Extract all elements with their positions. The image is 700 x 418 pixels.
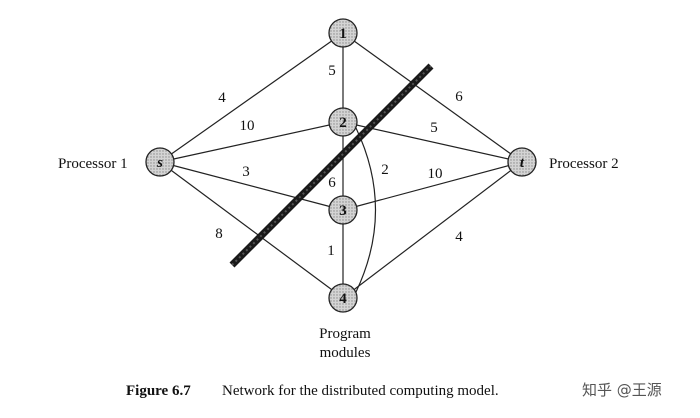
nodes: 1 2 3 4 s t — [145, 18, 537, 313]
edge-3-t — [342, 161, 523, 211]
edge-s-3 — [159, 161, 344, 211]
edge-weights: 4 10 3 8 5 6 5 6 2 10 1 4 — [215, 63, 463, 259]
edge-2-4-curve — [355, 127, 377, 293]
weight-s-2: 10 — [240, 118, 255, 134]
weight-1-t: 6 — [455, 89, 463, 105]
node-t-label: t — [520, 155, 525, 171]
node-2-label: 2 — [339, 115, 347, 131]
processor-1-label: Processor 1 — [58, 156, 128, 172]
watermark: 知乎 @王源 — [582, 381, 662, 399]
node-4-label: 4 — [339, 291, 347, 307]
node-s: s — [145, 147, 175, 177]
cut-line — [229, 63, 434, 268]
weight-3-t: 10 — [428, 166, 443, 182]
node-1: 1 — [328, 18, 358, 48]
node-3: 3 — [328, 195, 358, 225]
caption-text: Network for the distributed computing mo… — [222, 383, 499, 399]
weight-2-t: 5 — [430, 120, 438, 136]
weight-s-4: 8 — [215, 226, 223, 242]
edge-4-t — [342, 161, 523, 299]
node-4: 4 — [328, 283, 358, 313]
edge-s-2 — [159, 121, 344, 163]
processor-2-label: Processor 2 — [549, 156, 619, 172]
caption-number: Figure 6.7 — [126, 383, 191, 399]
edges — [159, 32, 523, 299]
edge-s-4 — [159, 161, 344, 299]
weight-4-t: 4 — [455, 229, 463, 245]
edge-1-t — [342, 32, 523, 163]
weight-2-4: 2 — [381, 162, 389, 178]
node-s-label: s — [156, 155, 163, 171]
weight-s-3: 3 — [242, 164, 250, 180]
edge-s-1 — [159, 32, 344, 163]
weight-2-3: 6 — [328, 175, 336, 191]
node-1-label: 1 — [339, 26, 347, 42]
weight-3-4: 1 — [327, 243, 335, 259]
weight-1-2: 5 — [328, 63, 336, 79]
node-2: 2 — [328, 107, 358, 137]
weight-s-1: 4 — [218, 90, 226, 106]
node-3-label: 3 — [339, 203, 347, 219]
figure-caption: Figure 6.7 Network for the distributed c… — [126, 383, 499, 399]
node-t: t — [507, 147, 537, 177]
program-label-line2: modules — [320, 345, 371, 361]
program-label-line1: Program — [319, 326, 371, 342]
